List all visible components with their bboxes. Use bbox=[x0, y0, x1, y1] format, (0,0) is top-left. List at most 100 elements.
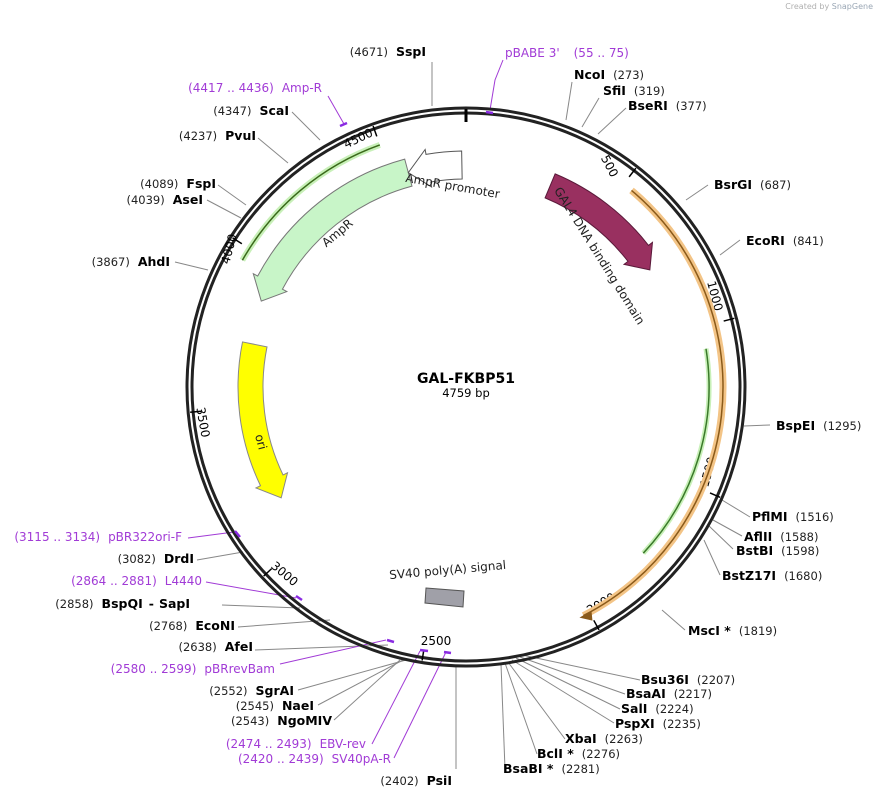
leader-xbai bbox=[507, 661, 566, 740]
enzyme-label-xbai: XbaI(2263) bbox=[565, 731, 643, 746]
enzyme-name-pflmi: PflMI bbox=[752, 509, 788, 524]
leader-bstz17i bbox=[703, 539, 721, 576]
leader-naei bbox=[317, 659, 404, 706]
sv40-label: SV40 poly(A) signal bbox=[389, 558, 507, 582]
enzyme-pos-bstbi: (1598) bbox=[781, 544, 819, 558]
leader-asei bbox=[206, 199, 242, 219]
leader-bspqi bbox=[221, 604, 301, 609]
tick-mark-3500 bbox=[190, 410, 202, 414]
credit-text: Created by bbox=[785, 2, 830, 11]
enzyme-label-bstbi: BstBI(1598) bbox=[736, 543, 819, 558]
enzyme-label-afei: (2638)AfeI bbox=[179, 639, 254, 654]
enzyme-label-sali: SalI(2224) bbox=[621, 701, 694, 716]
primer-mark-0 bbox=[485, 110, 494, 115]
primer-label-ebv: (2474 .. 2493)EBV-rev bbox=[226, 737, 366, 751]
primer-mark-5 bbox=[419, 648, 429, 653]
enzyme-dash-bspqi: - bbox=[149, 596, 154, 611]
enzyme-name-bspei: BspEI bbox=[776, 418, 815, 433]
primer-range-pbr322: (3115 .. 3134) bbox=[14, 530, 100, 544]
enzyme-name-bsaai: BsaAI bbox=[626, 686, 666, 701]
site-labels: (4671)SspINcoI(273)SfiI(319)BseRI(377)(4… bbox=[14, 44, 861, 788]
plasmid-name: GAL-FKBP51 bbox=[417, 371, 515, 387]
sv40-polya-box bbox=[424, 587, 465, 608]
plasmid-size: 4759 bp bbox=[442, 386, 490, 400]
leader-sgrai bbox=[297, 659, 407, 691]
leader-bsrgi bbox=[685, 184, 709, 201]
enzyme-pos-bsaai: (2217) bbox=[674, 687, 712, 701]
tick-label-500: 500 bbox=[598, 153, 621, 180]
primer-label-pbabe: pBABE 3'(55 .. 75) bbox=[505, 46, 629, 60]
primer-name-l4440: L4440 bbox=[165, 574, 202, 588]
enzyme-pos-pflmi: (1516) bbox=[796, 510, 834, 524]
enzyme-label-bsrgi: BsrGI(687) bbox=[714, 177, 791, 192]
enzyme-pos-psii: (2402) bbox=[380, 774, 418, 788]
enzyme-name-sspi: SspI bbox=[396, 44, 426, 59]
primer-label-ampr-primer: (4417 .. 4436)Amp-R bbox=[188, 81, 322, 95]
enzyme-pos-ngomiv: (2543) bbox=[231, 714, 269, 728]
enzyme-name-xbai: XbaI bbox=[565, 731, 597, 746]
enzyme-label-asei: (4039)AseI bbox=[127, 192, 204, 207]
leader-ecori bbox=[719, 239, 741, 256]
enzyme-label-bsu36i: Bsu36I(2207) bbox=[641, 672, 735, 687]
enzyme-pos-bstz17i: (1680) bbox=[784, 569, 822, 583]
enzyme-name-fspi: FspI bbox=[186, 176, 216, 191]
primer-leader-ampr-primer bbox=[327, 95, 345, 125]
leader-pspxi bbox=[511, 659, 615, 724]
primer-name-sv40pa: SV40pA-R bbox=[332, 752, 391, 766]
enzyme-label-pspxi: PspXI (2235) bbox=[615, 716, 701, 731]
leader-pflmi bbox=[721, 499, 751, 518]
enzyme-label-ecori: EcoRI(841) bbox=[746, 233, 824, 248]
leader-drdi bbox=[196, 551, 244, 561]
enzyme-name-ahdi: AhdI bbox=[138, 254, 170, 269]
enzyme-label-drdi: (3082) DrdI bbox=[118, 551, 194, 566]
primer-name-pbabe: pBABE 3' bbox=[505, 46, 560, 60]
primer-leader-pbabe bbox=[489, 59, 504, 111]
enzyme-name-drdi: DrdI bbox=[164, 551, 194, 566]
enzyme-name-pspxi: PspXI bbox=[615, 716, 655, 731]
enzyme-label-aflii: AflII(1588) bbox=[744, 529, 819, 544]
enzyme-pos-scai: (4347) bbox=[213, 104, 251, 118]
tick-mark-3000 bbox=[263, 568, 273, 577]
tick-mark-4500 bbox=[372, 125, 378, 137]
primer-label-pbrrevbam: (2580 .. 2599)pBRrevBam bbox=[111, 662, 275, 676]
enzyme-pos-bspqi: (2858) bbox=[55, 597, 93, 611]
enzyme-label-psii: (2402) PsiI bbox=[380, 773, 452, 788]
enzyme-pos-bspei: (1295) bbox=[823, 419, 861, 433]
backbone bbox=[185, 106, 747, 668]
enzyme-name-ngomiv: NgoMIV bbox=[277, 713, 332, 728]
enzyme-pos-drdi: (3082) bbox=[118, 552, 156, 566]
gal4-region-line bbox=[583, 189, 724, 617]
primer-leader-ebv bbox=[371, 650, 421, 745]
ampr-feature-arrow bbox=[252, 158, 413, 302]
enzyme-label-bspqi: (2858)BspQI-SapI bbox=[55, 596, 190, 611]
ampr-region-line bbox=[241, 144, 381, 261]
enzyme-name-ncoi: NcoI bbox=[574, 67, 605, 82]
enzyme-label-bsabi: BsaBI * (2281) bbox=[503, 761, 600, 776]
leader-pvui bbox=[257, 137, 289, 164]
enzyme-pos-aflii: (1588) bbox=[780, 530, 818, 544]
enzyme-pos-asei: (4039) bbox=[127, 193, 165, 207]
enzyme-name-bsabi: BsaBI * bbox=[503, 761, 554, 776]
gal4-feature-arrow bbox=[544, 173, 654, 271]
enzyme-pos-pvui: (4237) bbox=[179, 129, 217, 143]
enzyme-pos-bseri: (377) bbox=[676, 99, 707, 113]
enzyme-name-msci: MscI * bbox=[688, 623, 731, 638]
snapgene-logo-text: SnapGene bbox=[831, 2, 873, 11]
enzyme-pos-bsabi: (2281) bbox=[561, 762, 599, 776]
tick-mark-1000 bbox=[723, 317, 735, 322]
fkbp51-region-highlight bbox=[641, 348, 712, 555]
enzyme-pos-pspxi: (2235) bbox=[663, 717, 701, 731]
leader-bseri bbox=[597, 107, 627, 135]
enzyme-name-ecori: EcoRI bbox=[746, 233, 785, 248]
enzyme-name-psii: PsiI bbox=[427, 773, 452, 788]
enzyme-pos-ahdi: (3867) bbox=[92, 255, 130, 269]
tick-mark-500 bbox=[628, 167, 637, 178]
enzyme-name-pvui: PvuI bbox=[225, 128, 256, 143]
enzyme-name-sfii: SfiI bbox=[603, 83, 626, 98]
enzyme-label-bseri: BseRI(377) bbox=[628, 98, 707, 113]
primer-label-l4440: (2864 .. 2881)L4440 bbox=[71, 574, 202, 588]
enzyme-name-sali: SalI bbox=[621, 701, 647, 716]
primer-name-ampr-primer: Amp-R bbox=[282, 81, 322, 95]
enzyme-label-bspei: BspEI (1295) bbox=[776, 418, 861, 433]
primer-mark-6 bbox=[443, 650, 452, 655]
